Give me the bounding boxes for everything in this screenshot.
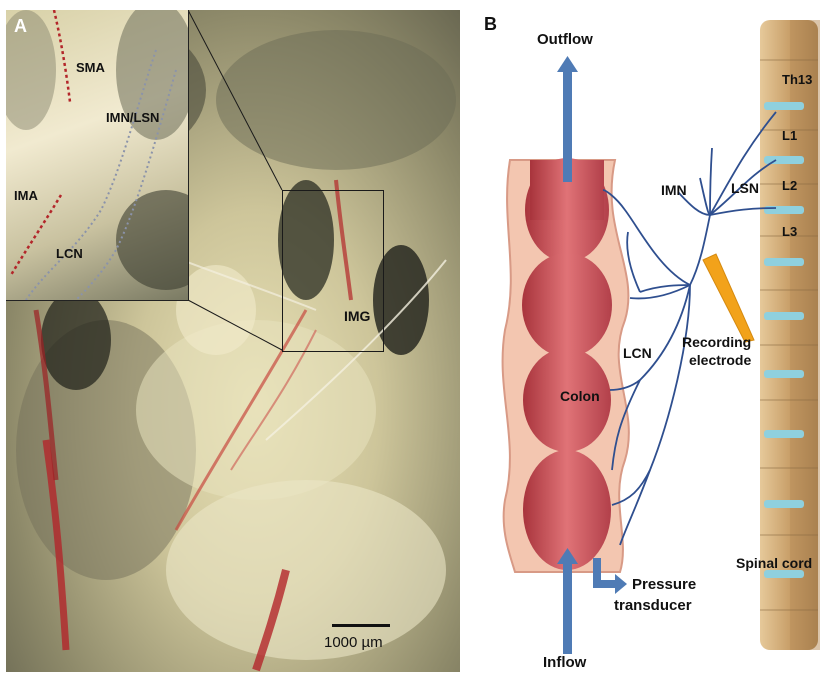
imn-label: IMN — [661, 182, 687, 198]
vertebra-label-th13: Th13 — [782, 72, 812, 87]
vertebra-label-l2: L2 — [782, 178, 797, 193]
nerve-network — [603, 112, 776, 545]
spinal-cord-label: Spinal cord — [736, 555, 812, 571]
inflow-label: Inflow — [543, 654, 586, 671]
vertebra-label-l3: L3 — [782, 224, 797, 239]
recording-electrode-label-line1: Recording — [682, 334, 751, 350]
recording-electrode — [703, 254, 754, 342]
vertebra-label-l1: L1 — [782, 128, 797, 143]
pressure-transducer-label-line1: Pressure — [632, 576, 696, 593]
lsn-label: LSN — [731, 180, 759, 196]
outflow-label: Outflow — [537, 31, 593, 48]
inflow-arrow — [557, 548, 578, 654]
colon-label: Colon — [560, 388, 600, 404]
recording-electrode-label-line2: electrode — [689, 352, 751, 368]
colon-segments — [522, 158, 612, 570]
pressure-transducer-label-line2: transducer — [614, 597, 692, 614]
lcn-label: LCN — [623, 345, 652, 361]
